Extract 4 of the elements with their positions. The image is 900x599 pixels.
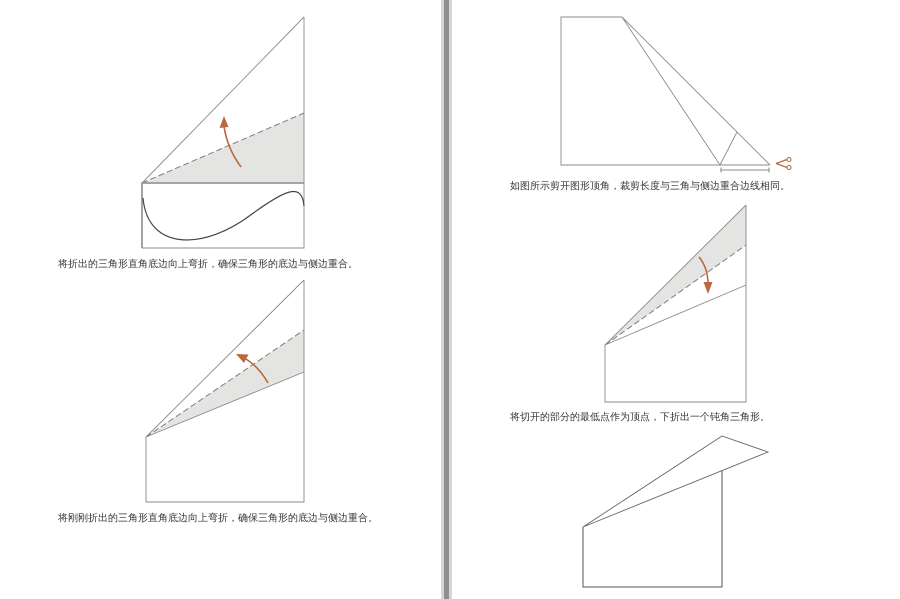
instruction-caption: 将切开的部分的最低点作为顶点，下折出一个钝角三角形。 bbox=[510, 411, 770, 425]
instruction-caption: 将刚刚折出的三角形直角底边向上弯折，确保三角形的底边与侧边重合。 bbox=[58, 512, 378, 526]
instruction-caption: 将折出的三角形直角底边向上弯折，确保三角形的底边与侧边重合。 bbox=[58, 258, 358, 272]
instruction-caption: 如图所示剪开图形顶角，裁剪长度与三角与侧边重合边线相同。 bbox=[510, 180, 790, 194]
